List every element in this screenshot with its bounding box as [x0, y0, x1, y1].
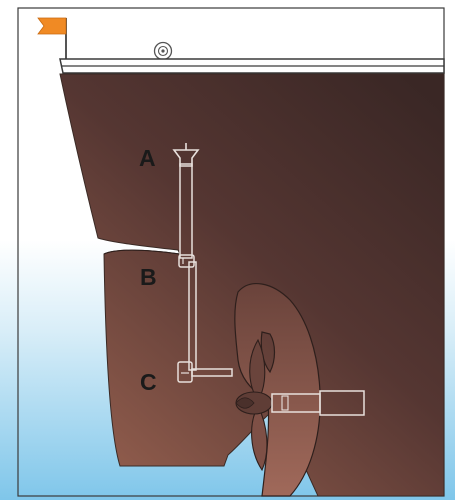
label-a: A	[139, 145, 156, 171]
label-b: B	[140, 264, 157, 290]
propeller-shaft	[271, 390, 365, 416]
label-c: C	[140, 369, 157, 395]
bollard-icon	[153, 41, 173, 61]
bearing-c	[177, 361, 233, 383]
flag-icon	[37, 17, 67, 62]
skeg-edge	[103, 249, 181, 255]
bearing-b	[178, 254, 195, 268]
propeller-icon	[235, 338, 273, 472]
deck-rail	[59, 58, 445, 74]
rudder-stock	[172, 143, 200, 259]
rudder-blade	[234, 283, 321, 497]
